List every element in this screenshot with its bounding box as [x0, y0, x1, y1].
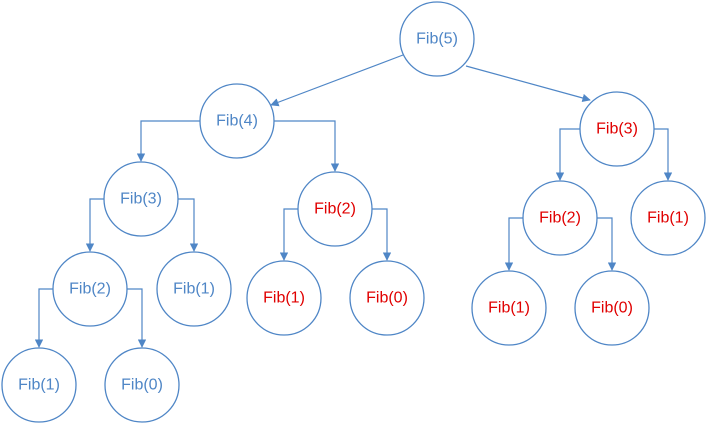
node-label: Fib(2): [539, 210, 581, 227]
node-label: Fib(5): [416, 31, 458, 48]
node-label: Fib(1): [173, 281, 215, 298]
node-label: Fib(0): [366, 290, 408, 307]
node-circle: [349, 260, 425, 336]
tree-node: Fib(1): [630, 180, 706, 256]
node-label: Fib(0): [591, 300, 633, 317]
node-label: Fib(1): [647, 210, 689, 227]
edge-arrow: [270, 54, 404, 107]
edge-arrow: [274, 120, 340, 172]
edge-arrow: [127, 288, 147, 348]
tree-node: Fib(3): [103, 161, 179, 237]
node-circle: [246, 260, 322, 336]
node-circle: [104, 347, 180, 423]
edge-arrow: [465, 65, 591, 103]
node-label: Fib(1): [488, 300, 530, 317]
tree-node: Fib(3): [579, 91, 655, 167]
tree-node: Fib(2): [297, 171, 373, 247]
tree-node: Fib(0): [574, 270, 650, 346]
node-circle: [199, 83, 275, 159]
node-label: Fib(2): [314, 201, 356, 218]
node-circle: [399, 1, 475, 77]
edge-arrow: [504, 217, 523, 271]
edges: [34, 54, 673, 348]
node-label: Fib(2): [69, 281, 111, 298]
edge-arrow: [372, 208, 392, 261]
tree-node: Fib(1): [471, 270, 547, 346]
tree-node: Fib(5): [399, 1, 475, 77]
node-label: Fib(1): [263, 290, 305, 307]
node-circle: [1, 347, 77, 423]
tree-node: Fib(1): [1, 347, 77, 423]
edge-arrow: [85, 198, 104, 252]
node-circle: [522, 180, 598, 256]
tree-node: Fib(0): [349, 260, 425, 336]
node-circle: [579, 91, 655, 167]
node-circle: [103, 161, 179, 237]
tree-node: Fib(2): [52, 251, 128, 327]
tree-node: Fib(1): [156, 251, 232, 327]
edge-arrow: [34, 288, 53, 348]
node-label: Fib(3): [120, 191, 162, 208]
tree-node: Fib(1): [246, 260, 322, 336]
edge-arrow: [279, 208, 298, 261]
edge-arrow: [654, 128, 673, 181]
edge-arrow: [178, 198, 199, 252]
node-circle: [574, 270, 650, 346]
node-label: Fib(0): [121, 377, 163, 394]
node-circle: [471, 270, 547, 346]
node-circle: [52, 251, 128, 327]
node-circle: [156, 251, 232, 327]
tree-node: Fib(4): [199, 83, 275, 159]
edge-arrow: [555, 128, 580, 181]
node-label: Fib(3): [596, 121, 638, 138]
node-circle: [630, 180, 706, 256]
tree-node: Fib(2): [522, 180, 598, 256]
node-label: Fib(1): [18, 377, 60, 394]
node-circle: [297, 171, 373, 247]
edge-arrow: [597, 217, 617, 271]
tree-node: Fib(0): [104, 347, 180, 423]
node-label: Fib(4): [216, 113, 258, 130]
edge-arrow: [136, 120, 200, 162]
